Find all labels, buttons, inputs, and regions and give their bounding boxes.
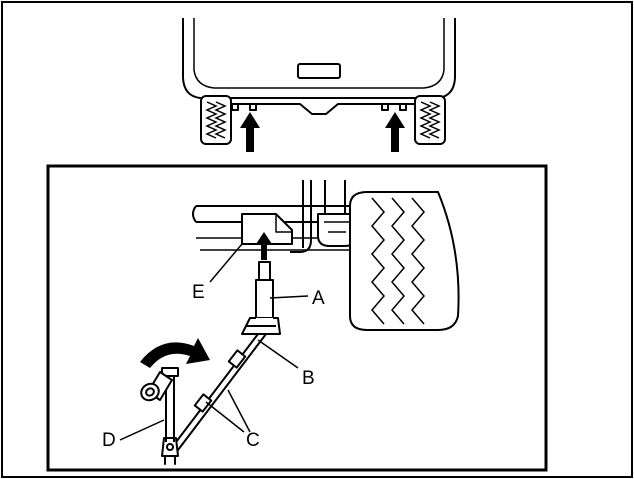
rear-handle	[297, 63, 341, 79]
handle-joint-2	[193, 393, 213, 413]
up-arrow-left	[240, 112, 260, 152]
left-rear-tire	[200, 95, 232, 145]
handle-rod-upper	[169, 333, 259, 451]
rotation-arrow-icon	[140, 338, 210, 368]
label-b: B	[302, 368, 315, 389]
up-arrow-jack-point	[256, 232, 272, 260]
jack-handle	[161, 333, 267, 465]
label-e: E	[192, 282, 205, 303]
handle-joint-1	[227, 349, 247, 369]
up-arrow-right	[385, 112, 405, 152]
jack-point-bracket	[241, 213, 293, 245]
leader-lines	[119, 243, 309, 441]
label-c: C	[246, 430, 260, 451]
label-a: A	[312, 288, 325, 309]
right-rear-tire	[414, 95, 446, 145]
detail-inset-content	[192, 180, 370, 253]
label-d: D	[102, 430, 116, 451]
jack	[241, 261, 281, 335]
detail-tire	[349, 191, 460, 331]
wheel-wrench	[140, 367, 179, 442]
detail-inset-frame	[46, 164, 548, 472]
